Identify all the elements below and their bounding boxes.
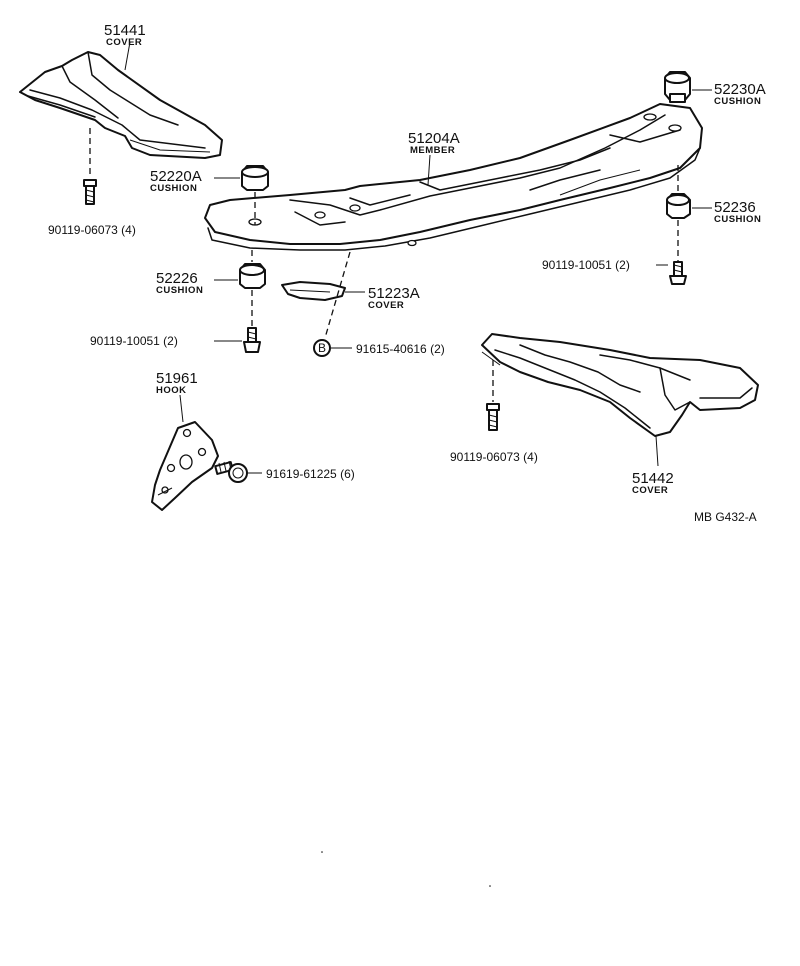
label-52230a-number: 52230A	[714, 81, 766, 98]
label-52230a-name: CUSHION	[714, 96, 761, 107]
label-bolt-hook: 91619-61225 (6)	[266, 467, 355, 481]
bolt-lower-left	[243, 327, 261, 353]
label-51441-name: COVER	[106, 37, 142, 48]
scan-speck	[489, 885, 491, 887]
label-52220a-name: CUSHION	[150, 183, 197, 194]
label-bolt-right-cover: 90119-06073 (4)	[450, 450, 538, 464]
label-51442-name: COVER	[632, 485, 668, 496]
cover-51441-part	[19, 51, 223, 159]
label-52226-name: CUSHION	[156, 285, 203, 296]
bolt-hook	[214, 460, 248, 483]
label-51961-number: 51961	[156, 370, 198, 387]
label-bolt-left-cover: 90119-06073 (4)	[48, 223, 136, 237]
clip-b-marker: B	[313, 339, 331, 357]
label-bolt-right: 90119-10051 (2)	[542, 258, 630, 272]
bolt-right-cover	[486, 403, 500, 431]
cover-51223a-part	[281, 281, 346, 301]
diagram-code: MB G432-A	[694, 510, 757, 524]
label-52226-number: 52226	[156, 270, 198, 287]
label-51441-number: 51441	[104, 22, 146, 39]
cushion-52226-part	[239, 263, 266, 289]
member-51204a-part	[204, 103, 703, 251]
label-51442-number: 51442	[632, 470, 674, 487]
label-52220a-number: 52220A	[150, 168, 202, 185]
label-52236-number: 52236	[714, 199, 756, 216]
label-51204a-name: MEMBER	[410, 145, 455, 156]
cushion-52236-part	[666, 193, 691, 219]
cushion-52230a-part	[664, 71, 691, 103]
label-51223a-name: COVER	[368, 300, 404, 311]
cushion-52220a-part	[241, 165, 269, 191]
label-clip-b: 91615-40616 (2)	[356, 342, 445, 356]
label-51204a-number: 51204A	[408, 130, 460, 147]
bolt-right	[669, 261, 687, 285]
label-51961-name: HOOK	[156, 385, 187, 396]
hook-51961-part	[151, 421, 219, 511]
label-52236-name: CUSHION	[714, 214, 761, 225]
label-51223a-number: 51223A	[368, 285, 420, 302]
cover-51442-part	[481, 333, 759, 437]
scan-speck	[321, 851, 323, 853]
label-bolt-lower-left: 90119-10051 (2)	[90, 334, 178, 348]
bolt-left-cover	[83, 179, 97, 205]
clip-marker-letter: B	[318, 341, 326, 355]
